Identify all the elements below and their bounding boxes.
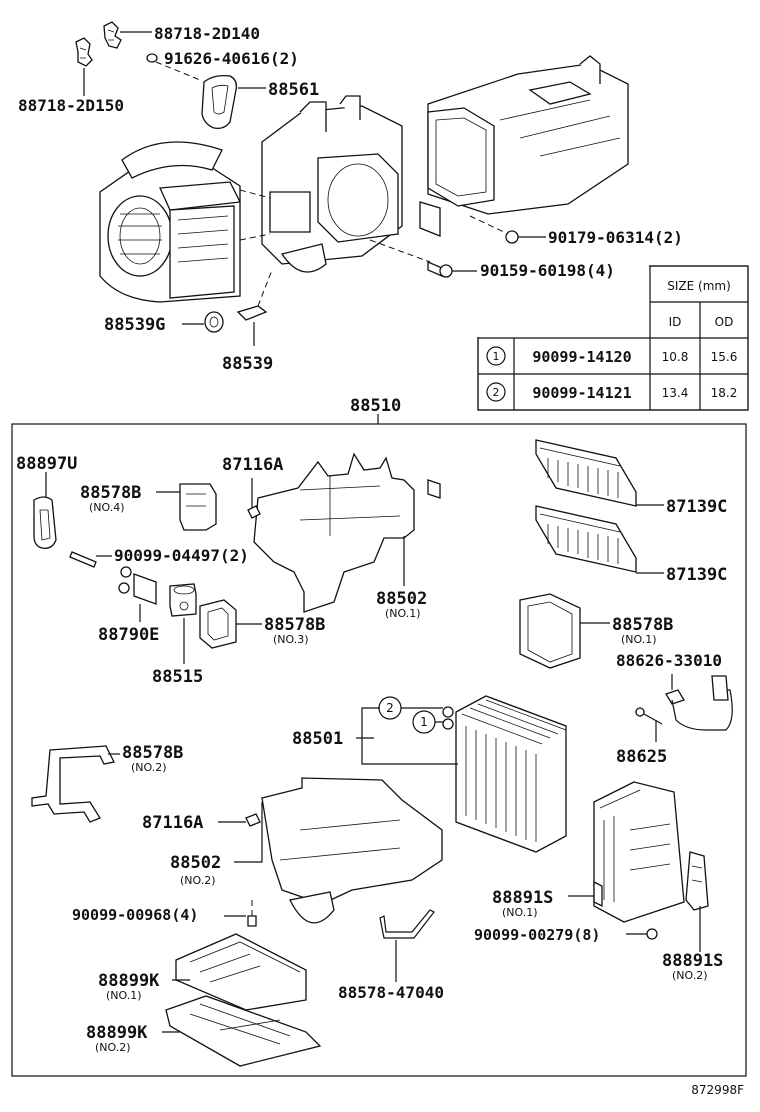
label-88501: 88501	[292, 729, 343, 749]
seal-88578B-no2-part	[31, 745, 120, 823]
label-88891S-no1: 88891S	[492, 888, 553, 908]
screw-90099-00279-part	[626, 928, 658, 940]
row1-od: 15.6	[711, 350, 738, 364]
label-90099-00279: 90099-00279(8)	[474, 926, 600, 944]
label-88510: 88510	[350, 396, 401, 416]
label-88891S-no1-sub: (NO.1)	[502, 906, 538, 919]
label-88897U: 88897U	[16, 454, 77, 474]
bolt-90099-04497-part	[69, 551, 112, 568]
filter-87139C-upper-part	[535, 439, 664, 507]
callout-1-2-group: 2 1	[356, 696, 458, 765]
row2-number: 2	[493, 386, 500, 399]
row1-number: 1	[493, 350, 500, 363]
center-unit-part	[239, 95, 403, 273]
row2-id: 13.4	[662, 386, 689, 400]
clip-88578-47040-part	[379, 909, 435, 982]
housing-88891S-no1-part	[568, 781, 685, 923]
row2-part: 90099-14121	[532, 384, 631, 402]
label-88790E: 88790E	[98, 625, 159, 645]
size-table: SIZE (mm) ID OD 1 90099-14120 10.8 15.6 …	[477, 265, 749, 411]
valve-88515-part	[169, 583, 197, 664]
label-88502-no1-sub: (NO.1)	[385, 607, 421, 620]
label-88539: 88539	[222, 354, 273, 374]
size-header: SIZE (mm)	[667, 279, 731, 293]
label-88626-33010: 88626-33010	[616, 651, 722, 670]
label-88561: 88561	[268, 80, 319, 100]
label-88891S-no2: 88891S	[662, 951, 723, 971]
label-88578B-no2-sub: (NO.2)	[131, 761, 167, 774]
screw-90159-part	[369, 239, 478, 278]
row2-od: 18.2	[711, 386, 738, 400]
label-88578B-no4: 88578B	[80, 483, 141, 503]
label-90099-00968: 90099-00968(4)	[72, 906, 198, 924]
actuator-88891S-no2-part	[685, 851, 709, 952]
seal-88578B-no4-part	[156, 483, 217, 531]
label-88539G: 88539G	[104, 315, 165, 335]
label-88578B-no4-sub: (NO.4)	[89, 501, 125, 514]
label-90099-04497: 90099-04497(2)	[114, 546, 249, 565]
label-88578-47040: 88578-47040	[338, 983, 444, 1002]
label-90179-06314: 90179-06314(2)	[548, 228, 683, 247]
duct-unit-part	[419, 55, 629, 237]
label-88502-no2-sub: (NO.2)	[180, 874, 216, 887]
label-87139C-lower: 87139C	[666, 565, 727, 585]
label-88718-2D150: 88718-2D150	[18, 96, 124, 115]
filter-87139C-lower-part	[535, 505, 664, 574]
grommet-88539G-part	[182, 311, 224, 333]
label-88578B-no3-sub: (NO.3)	[273, 633, 309, 646]
label-91626-40616: 91626-40616(2)	[164, 49, 299, 68]
callout-2: 2	[386, 701, 394, 715]
bracket-88790E-part	[118, 566, 157, 622]
label-87116A-bottom: 87116A	[142, 813, 203, 833]
label-87116A-top: 87116A	[222, 455, 283, 475]
label-88578B-no1: 88578B	[612, 615, 673, 635]
label-90159-60198: 90159-60198(4)	[480, 261, 615, 280]
cover-88899K-no1-part	[172, 933, 307, 1011]
sensor-88539-part	[236, 269, 273, 346]
label-88578B-no1-sub: (NO.1)	[621, 633, 657, 646]
figure-code: 872998F	[691, 1083, 744, 1097]
case-88502-no1-part	[247, 452, 441, 613]
screw-90099-00968-part	[247, 900, 257, 927]
label-88578B-no2: 88578B	[122, 743, 183, 763]
clip-88718-2D150-part	[75, 37, 93, 67]
cover-88899K-no2-part	[162, 995, 322, 1067]
row1-part: 90099-14120	[532, 348, 631, 366]
callout-1: 1	[420, 715, 428, 729]
label-88899K-no2-sub: (NO.2)	[95, 1041, 131, 1054]
evaporator-88501-part	[442, 695, 567, 853]
label-88899K-no1: 88899K	[98, 971, 160, 991]
sensor-88625-part	[635, 674, 733, 742]
clip-88718-2D140-part	[103, 21, 122, 49]
col-id-header: ID	[669, 315, 682, 329]
seal-88578B-no1-part	[519, 593, 610, 669]
label-88625: 88625	[616, 747, 667, 767]
label-88578B-no3: 88578B	[264, 615, 325, 635]
gasket-88561-part	[201, 74, 238, 130]
exploded-view-frame	[11, 423, 747, 1077]
label-88899K-no1-sub: (NO.1)	[106, 989, 142, 1002]
nut-90179-part	[469, 215, 546, 244]
label-88502-no1: 88502	[376, 589, 427, 609]
label-88899K-no2: 88899K	[86, 1023, 148, 1043]
seal-88578B-no3-part	[199, 599, 262, 649]
row1-id: 10.8	[662, 350, 689, 364]
label-88515: 88515	[152, 667, 203, 687]
case-88502-no2-part	[218, 777, 443, 924]
blower-unit-part	[99, 141, 241, 303]
bolt-91626-part	[146, 53, 201, 81]
label-87139C-upper: 87139C	[666, 497, 727, 517]
label-88502-no2: 88502	[170, 853, 221, 873]
label-88891S-no2-sub: (NO.2)	[672, 969, 708, 982]
label-88718-2D140: 88718-2D140	[154, 24, 260, 43]
col-od-header: OD	[715, 315, 734, 329]
gasket-88897U-part	[33, 472, 57, 549]
